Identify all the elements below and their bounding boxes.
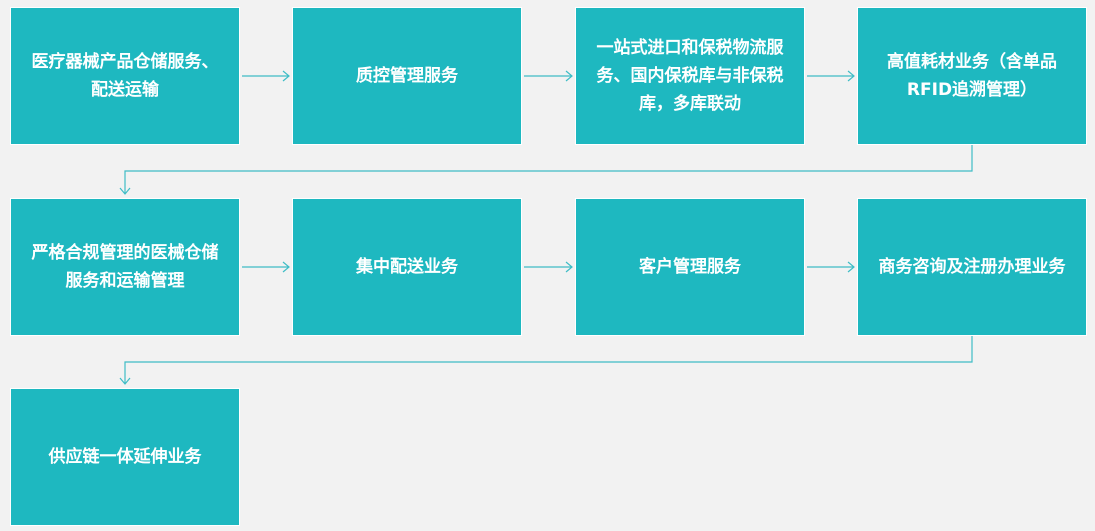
connector-row1-to-row2-head xyxy=(119,377,131,385)
arrow-row1-2-to-3-head xyxy=(847,261,855,273)
connector-row0-to-row1-head xyxy=(119,187,131,195)
connector-row0-to-row1 xyxy=(124,145,973,194)
box-compliance-management: 严格合规管理的医械仓储 服务和运输管理 xyxy=(10,198,240,336)
box-bonded-logistics: 一站式进口和保税物流服 务、国内保税库与非保税 库，多库联动 xyxy=(575,7,805,145)
arrow-row1-1-to-2-head xyxy=(565,261,573,273)
arrow-row1-0-to-1-head xyxy=(282,261,290,273)
arrow-row0-2-to-3-head xyxy=(847,70,855,82)
box-supply-chain-extension: 供应链一体延伸业务 xyxy=(10,388,240,526)
arrow-row0-1-to-2-head xyxy=(565,70,573,82)
arrow-row0-0-to-1-head xyxy=(282,70,290,82)
connector-row1-to-row2 xyxy=(124,336,973,384)
box-quality-control: 质控管理服务 xyxy=(292,7,522,145)
box-warehouse-distribution: 医疗器械产品仓储服务、 配送运输 xyxy=(10,7,240,145)
box-centralized-distribution: 集中配送业务 xyxy=(292,198,522,336)
box-customer-management: 客户管理服务 xyxy=(575,198,805,336)
box-registration-consulting: 商务咨询及注册办理业务 xyxy=(857,198,1087,336)
box-high-value-consumables: 高值耗材业务（含单品 RFID追溯管理） xyxy=(857,7,1087,145)
